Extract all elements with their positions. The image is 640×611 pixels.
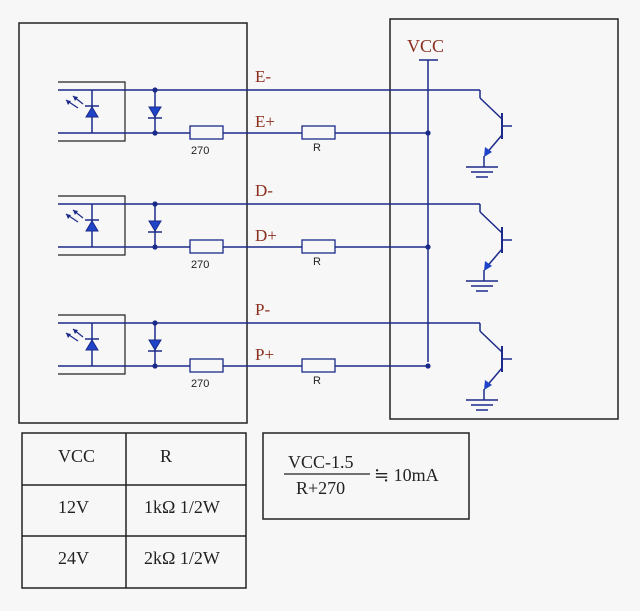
optocoupler-frame: [58, 81, 126, 142]
external-resistor-value: R: [313, 375, 321, 387]
signal-label-positive: E+: [255, 112, 275, 131]
input-resistor-value: 270: [191, 378, 209, 390]
table-cell: 24V: [58, 548, 89, 568]
signal-label-negative: D-: [255, 181, 273, 200]
external-resistor-icon: [301, 358, 336, 373]
light-arrow-head: [73, 329, 78, 334]
light-arrow-head: [73, 96, 78, 101]
formula-numerator: VCC-1.5: [288, 452, 354, 472]
signal-label-negative: P-: [255, 300, 270, 319]
light-arrow-head: [66, 214, 71, 219]
driver-input-box: [18, 22, 248, 424]
input-resistor-icon: [189, 358, 224, 373]
external-resistor-value: R: [313, 256, 321, 268]
input-resistor-icon: [189, 239, 224, 254]
input-resistor-value: 270: [191, 259, 209, 271]
external-resistor-icon: [301, 125, 336, 140]
external-resistor-icon: [301, 239, 336, 254]
signal-label-positive: P+: [255, 345, 274, 364]
protection-diode-icon: [148, 220, 162, 232]
light-arrow-head: [66, 333, 71, 338]
table-cell: 12V: [58, 497, 89, 517]
junction-dot: [152, 363, 158, 369]
junction-dot: [152, 130, 158, 136]
junction-dot: [152, 244, 158, 250]
table-header-vcc: VCC: [58, 446, 95, 466]
optocoupler-frame: [58, 195, 126, 256]
led-icon: [85, 339, 99, 351]
junction-dot: [425, 130, 431, 136]
led-icon: [85, 106, 99, 118]
optocoupler-frame: [58, 314, 126, 375]
collector-lead: [479, 97, 503, 120]
collector-lead: [479, 330, 503, 353]
table-cell: 2kΩ 1/2W: [144, 548, 220, 568]
junction-dot: [152, 87, 158, 93]
input-resistor-icon: [189, 125, 224, 140]
controller-output-box: [389, 18, 619, 420]
protection-diode-icon: [148, 339, 162, 351]
formula-denominator: R+270: [296, 478, 345, 498]
npn-transistor-icon: [484, 380, 492, 390]
table-header-r: R: [160, 446, 172, 466]
signal-label-negative: E-: [255, 67, 271, 86]
npn-transistor-icon: [484, 261, 492, 271]
external-resistor-value: R: [313, 142, 321, 154]
npn-transistor-icon: [484, 147, 492, 157]
junction-dot: [152, 201, 158, 207]
light-arrow-head: [66, 100, 71, 105]
input-resistor-value: 270: [191, 145, 209, 157]
protection-diode-icon: [148, 106, 162, 118]
resistor-table: [21, 432, 247, 589]
led-icon: [85, 220, 99, 232]
signal-label-positive: D+: [255, 226, 277, 245]
junction-dot: [425, 244, 431, 250]
formula-result: ≒ 10mA: [374, 465, 439, 485]
light-arrow-head: [73, 210, 78, 215]
formula-box: [262, 432, 470, 520]
table-cell: 1kΩ 1/2W: [144, 497, 220, 517]
vcc-label: VCC: [407, 36, 444, 56]
junction-dot: [425, 363, 431, 369]
junction-dot: [152, 320, 158, 326]
collector-lead: [479, 211, 503, 234]
